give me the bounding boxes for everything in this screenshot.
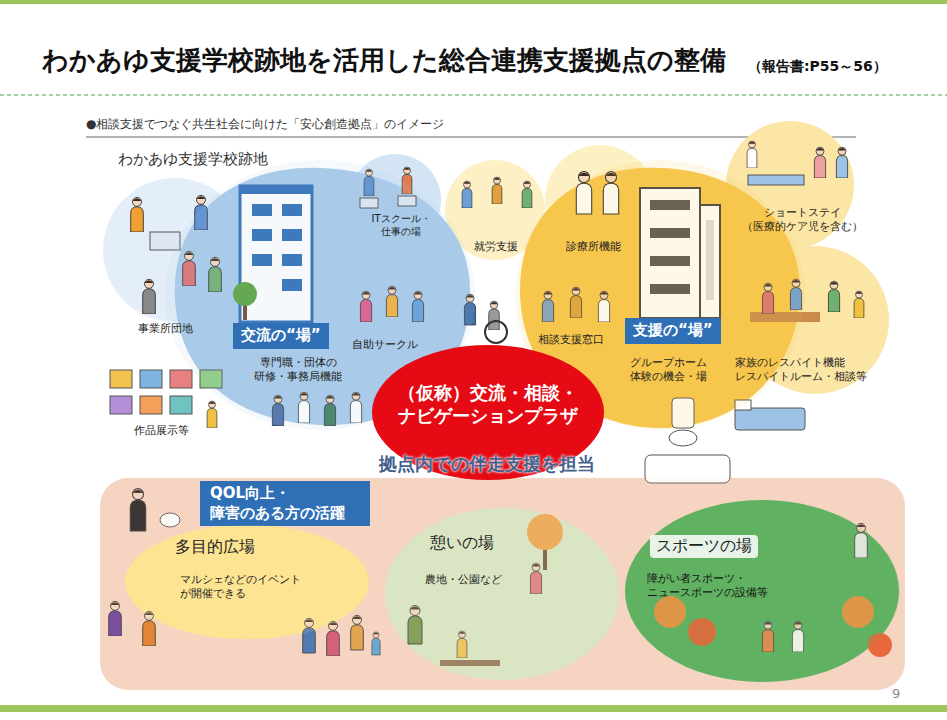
region-note: マルシェなどのイベント が開催できる — [180, 573, 310, 602]
label-text: 事業所団地 — [138, 322, 193, 336]
region-fill — [515, 160, 805, 430]
region-ellipse: 憩いの場農地・公園など — [385, 508, 620, 680]
label-text: 診療所機能 — [566, 240, 621, 254]
region-fill — [625, 500, 900, 682]
label-text: 作品展示等 — [134, 424, 189, 438]
region-note: 障がい者スポーツ・ ニュースポーツの設備等 — [647, 572, 777, 601]
label-text: 相談支援窓口 — [538, 333, 604, 347]
label-text: ●相談支援でつなぐ共生社会に向けた「安心創造拠点」のイメージ — [86, 117, 444, 133]
region-title: 支援の“場” — [625, 318, 721, 344]
label-text: 拠点内での伴走支援を担当 — [379, 452, 595, 475]
label-text: ITスクール・ 仕事の場 — [362, 212, 440, 238]
region-fill — [385, 508, 620, 680]
region-title: 憩いの場 — [430, 533, 494, 554]
label-text: わかあゆ支援学校跡地 — [118, 150, 268, 170]
region-ellipse: 多目的広場マルシェなどのイベント が開催できる — [125, 525, 370, 640]
region-fill — [372, 345, 604, 480]
region-band: QOL向上・ 障害のある方の活躍多目的広場マルシェなどのイベント が開催できる憩… — [100, 478, 905, 690]
label-text: 家族のレスパイト機能 レスパイトルーム・相談等 — [735, 356, 885, 385]
label-text: （報告書:P55～56） — [748, 57, 887, 75]
region-fills — [100, 121, 905, 690]
label-text: 専門職・団体の 研修・事務局機能 — [246, 356, 350, 385]
region-title: QOL向上・ 障害のある方の活躍 — [200, 481, 370, 526]
region-shape — [385, 508, 620, 680]
label-text: ショートステイ （医療的ケア児を含む） — [735, 206, 870, 235]
page-number: 9 — [892, 686, 900, 703]
region-ellipse: スポーツの場障がい者スポーツ・ ニュースポーツの設備等 — [625, 500, 900, 682]
region-title: 多目的広場 — [175, 537, 255, 558]
region-title: スポーツの場 — [650, 535, 758, 558]
label-text: 自助サークル — [352, 338, 418, 352]
region-title: 交流の“場” — [233, 323, 329, 349]
region-fill — [125, 525, 370, 640]
label-text: グループホーム 体験の機会・場 — [630, 356, 726, 385]
region-note: 農地・公園など — [425, 573, 502, 587]
label-text: 就労支援 — [474, 240, 518, 254]
region-title: （仮称）交流・相談・ ナビゲーションプラザ — [390, 381, 586, 428]
region-fill — [100, 478, 905, 690]
title-text: わかあゆ支援学校跡地を活用した総合連携支援拠点の整備 — [42, 44, 726, 78]
